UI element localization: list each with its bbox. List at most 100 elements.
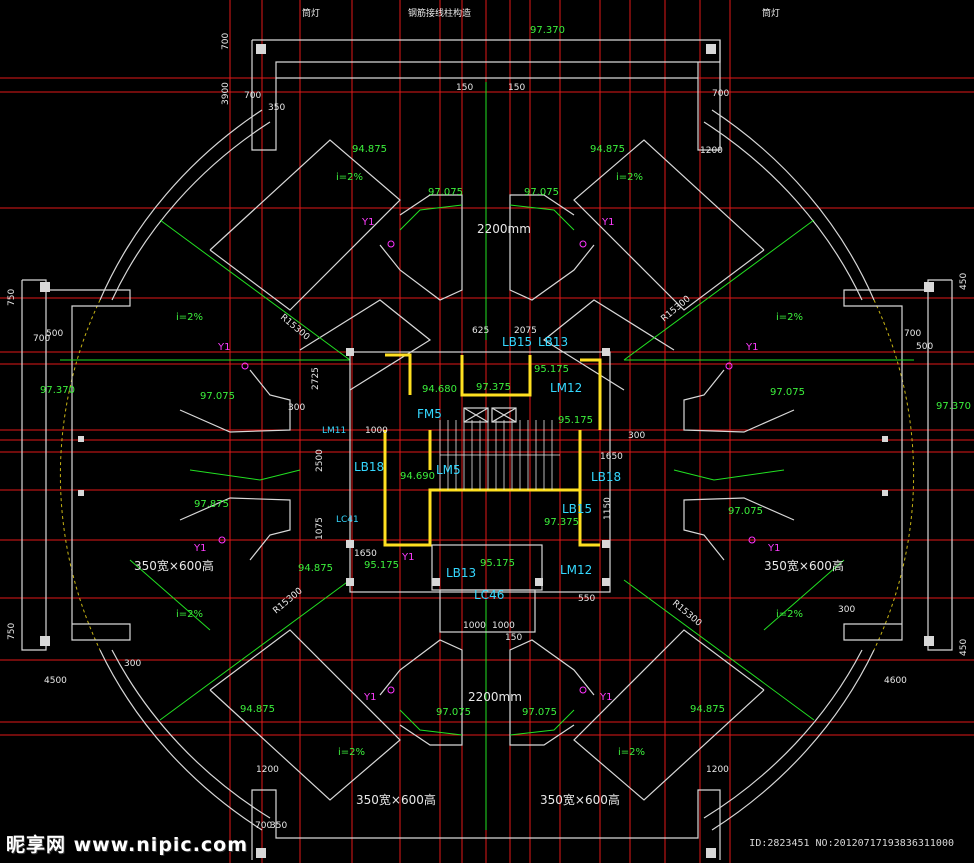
door-width-top: 2200mm <box>477 222 531 236</box>
dim-1000-b: 1000 <box>492 621 515 631</box>
elev-top-center: 97.370 <box>530 25 565 36</box>
dim-1200-br: 1200 <box>706 765 729 775</box>
mark-y1-r: Y1 <box>745 342 758 353</box>
beam-size-right: 350宽×600高 <box>764 558 844 573</box>
dim-500-l: 500 <box>46 329 63 339</box>
dim-450-br: 450 <box>959 639 969 656</box>
dim-2725: 2725 <box>311 367 321 390</box>
dim-4600: 4600 <box>884 676 907 686</box>
mark-y1-br2: Y1 <box>599 692 612 703</box>
outer-arc-walls <box>59 109 915 831</box>
dim-300-bl: 300 <box>124 659 141 669</box>
terrace-outlines <box>179 139 795 801</box>
beam-lb18a: LB18 <box>354 460 384 474</box>
elev-c6: 97.375 <box>544 517 579 528</box>
dim-1075: 1075 <box>315 517 325 540</box>
slope-l: i=2% <box>176 312 203 323</box>
beam-lc41: LC41 <box>336 515 359 525</box>
elev-right: 97.370 <box>936 401 971 412</box>
label-top-left: 筒灯 <box>302 7 320 19</box>
beam-lm12a: LM12 <box>550 381 582 395</box>
dim-1650-l: 1650 <box>354 549 377 559</box>
elev-c8: 94.875 <box>298 563 333 574</box>
beam-lb18b: LB18 <box>591 470 621 484</box>
slope-bl2: i=2% <box>338 747 365 758</box>
elev-l2: 97.075 <box>200 391 235 402</box>
slope-bl: i=2% <box>176 609 203 620</box>
elev-left: 97.370 <box>40 385 75 396</box>
elev-l3: 97.875 <box>194 499 229 510</box>
dim-150-tl: 150 <box>456 83 473 93</box>
dim-700-tr: 700 <box>712 89 729 99</box>
dim-350-bl: 350 <box>270 821 287 831</box>
watermark-logo: 昵享网 www.nipic.com <box>6 834 249 856</box>
beam-lb13b: LB13 <box>446 566 476 580</box>
elev-c9: 95.175 <box>480 558 515 569</box>
beam-lm11: LM11 <box>322 426 346 436</box>
label-top-mid: 钢筋接线柱构造 <box>408 7 471 19</box>
dim-700-r: 700 <box>904 329 921 339</box>
slope-r: i=2% <box>776 312 803 323</box>
mark-y1-tr: Y1 <box>601 217 614 228</box>
elev-bl: 94.875 <box>240 704 275 715</box>
elev-r3: 97.075 <box>728 506 763 517</box>
dim-300-l: 300 <box>288 403 305 413</box>
elev-c4: 95.175 <box>558 415 593 426</box>
slope-tr: i=2% <box>616 172 643 183</box>
mark-y1-c: Y1 <box>401 552 414 563</box>
elev-c5: 94.690 <box>400 471 435 482</box>
beam-lb15b: LB15 <box>562 502 592 516</box>
beam-lm5: LM5 <box>436 463 461 477</box>
beam-lb15: LB15 <box>502 335 532 349</box>
label-top-right: 筒灯 <box>762 7 780 19</box>
green-annotation-lines <box>60 82 914 830</box>
dim-500-r: 500 <box>916 342 933 352</box>
beam-size-bottom-right: 350宽×600高 <box>540 792 620 807</box>
slope-br2: i=2% <box>618 747 645 758</box>
elev-c7: 95.175 <box>364 560 399 571</box>
mark-y1-br: Y1 <box>767 543 780 554</box>
magenta-column-marks <box>218 240 756 694</box>
dim-4500: 4500 <box>44 676 67 686</box>
elev-r2: 97.075 <box>770 387 805 398</box>
mark-y1-bl: Y1 <box>193 543 206 554</box>
elev-br2: 97.075 <box>522 707 557 718</box>
elev-tl: 94.875 <box>352 144 387 155</box>
dim-750-bl: 750 <box>7 623 17 640</box>
elev-c3: 95.175 <box>534 364 569 375</box>
frame-columns <box>40 44 934 858</box>
dim-150-b: 150 <box>505 633 522 643</box>
dim-1200-tr: 1200 <box>700 146 723 156</box>
beam-lb13: LB13 <box>538 335 568 349</box>
elev-c2: 97.375 <box>476 382 511 393</box>
elev-tr2: 97.075 <box>524 187 559 198</box>
mark-y1-l: Y1 <box>217 342 230 353</box>
slope-br: i=2% <box>776 609 803 620</box>
elev-bl2: 97.075 <box>436 707 471 718</box>
dim-2500: 2500 <box>315 449 325 472</box>
elev-tl2: 97.075 <box>428 187 463 198</box>
dim-350-tl: 350 <box>268 103 285 113</box>
beam-lm12b: LM12 <box>560 563 592 577</box>
dim-1150: 1150 <box>603 497 613 520</box>
beam-size-left: 350宽×600高 <box>134 558 214 573</box>
dim-625: 625 <box>472 326 489 336</box>
outer-frame-walls <box>21 39 953 860</box>
dim-1000-a: 1000 <box>463 621 486 631</box>
elev-br: 94.875 <box>690 704 725 715</box>
dim-750-l: 750 <box>7 289 17 306</box>
mark-y1-tl: Y1 <box>361 217 374 228</box>
dim-700-tl: 700 <box>221 33 231 50</box>
dim-150-tr: 150 <box>508 83 525 93</box>
slope-tl: i=2% <box>336 172 363 183</box>
dim-550: 550 <box>578 594 595 604</box>
beam-size-bottom-left: 350宽×600高 <box>356 792 436 807</box>
dim-700-l: 700 <box>33 334 50 344</box>
dim-450-r: 450 <box>959 273 969 290</box>
elev-tr: 94.875 <box>590 144 625 155</box>
beam-lc46: LC46 <box>474 588 504 602</box>
dim-1000-c: 1000 <box>365 426 388 436</box>
door-width-bottom: 2200mm <box>468 690 522 704</box>
beam-fm5: FM5 <box>417 407 442 421</box>
